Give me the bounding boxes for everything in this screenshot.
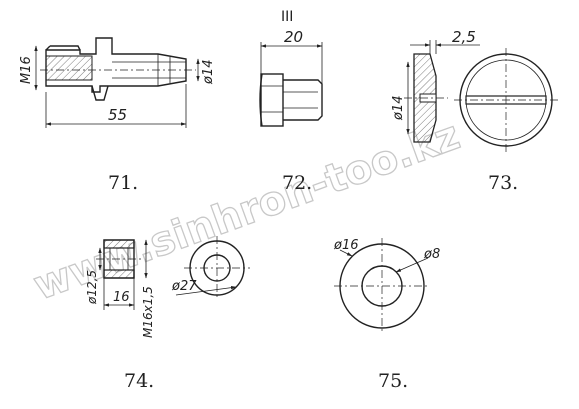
figure-72: 20 72.	[259, 28, 323, 194]
figure-74: ø12,5 16 M16x1,5 ø27 74.	[85, 236, 250, 392]
fig74-dia-outer: ø27	[171, 279, 197, 294]
fig75-dia-outer: ø16	[333, 238, 359, 253]
fig72-length: 20	[284, 28, 303, 46]
fig73-slot: 2,5	[452, 28, 476, 46]
sheet-mark: III	[281, 9, 293, 25]
figure-75: ø16 ø8 75.	[333, 238, 440, 392]
figure-73: 2,5 ø14 73.	[391, 28, 558, 194]
fig74-dia-inner: ø12,5	[85, 270, 99, 305]
fig74-length: 16	[113, 290, 130, 305]
fig72-number: 72.	[282, 172, 312, 194]
fig71-dia: ø14	[201, 60, 216, 86]
fig75-dia-inner: ø8	[423, 247, 440, 262]
fig71-number: 71.	[108, 172, 138, 194]
fig71-thread: M16	[19, 56, 34, 84]
fig73-number: 73.	[488, 172, 518, 194]
fig73-dia: ø14	[391, 96, 406, 122]
fig74-thread: M16x1,5	[141, 286, 155, 338]
fig75-number: 75.	[378, 370, 408, 392]
figure-71: 55 M16 ø14 71.	[19, 37, 216, 194]
fig74-number: 74.	[124, 370, 154, 392]
fig71-length: 55	[108, 106, 127, 124]
